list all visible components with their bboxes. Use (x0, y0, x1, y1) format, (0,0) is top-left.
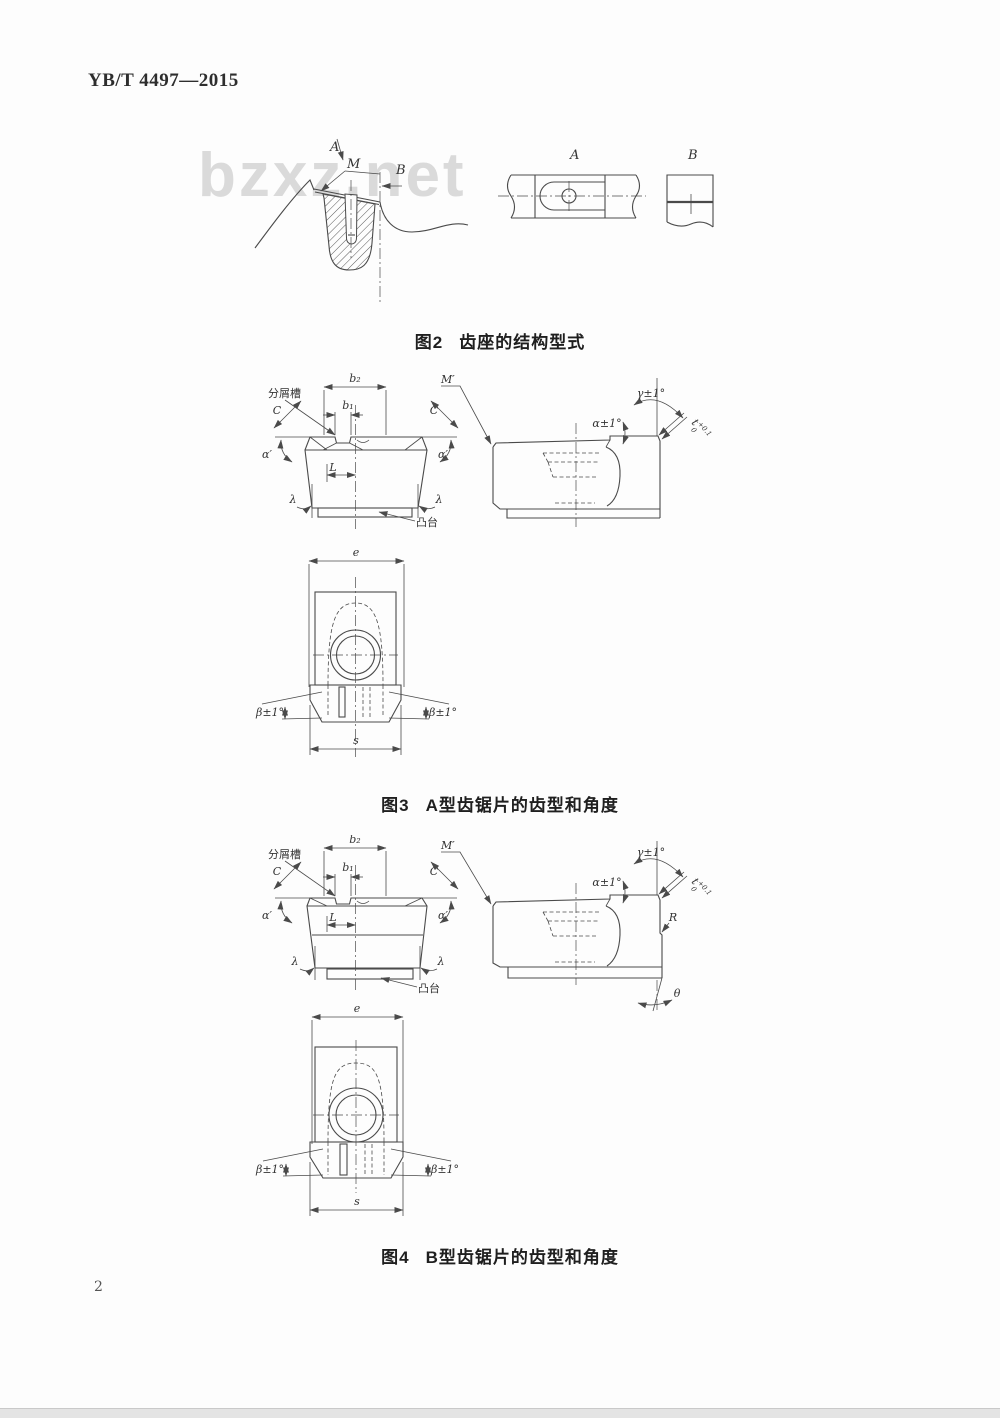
label-c-right: C (430, 404, 439, 417)
figure2-caption: 图2 齿座的结构型式 (0, 328, 1000, 353)
label-beta-right: β±1° (428, 706, 457, 719)
label-alpha-tip: α±1° (592, 417, 621, 430)
fig3-front-view: b₂ b₁ 分屑槽 C C α′ α′ L (262, 372, 492, 529)
label-b1: b₁ (342, 399, 353, 412)
label-view-arrow-b: B (395, 163, 406, 178)
figure4-drawing: b₂ b₁ 分屑槽 C C α′ α′ L λ λ (255, 835, 713, 1216)
label-s: s (353, 734, 359, 747)
svg-text:0: 0 (689, 885, 698, 894)
fig2-tooth-seat-section: A M B (254, 138, 469, 302)
figure2-caption-num: 图2 (414, 333, 444, 352)
label-alpha-tip: α±1° (592, 876, 621, 889)
label-c-right: C (430, 865, 439, 878)
label-lambda-left: λ (291, 955, 299, 968)
fig4-side-view: t +0.1 0 γ±1° α±1° R θ (492, 841, 713, 1012)
label-beta-right: β±1° (430, 1163, 459, 1176)
page-number: 2 (94, 1279, 103, 1295)
fig4-bottom-view: e β±1° β±1° s (255, 1002, 459, 1216)
label-theta: θ (674, 987, 681, 1000)
label-beta-left: β±1° (255, 706, 284, 719)
label-chip-groove: 分屑槽 (268, 387, 301, 400)
label-m-prime: M′ (440, 373, 455, 386)
label-gamma: γ±1° (637, 387, 665, 400)
label-lambda-right: λ (437, 955, 445, 968)
figure4-caption-title: B型齿锯片的齿型和角度 (425, 1248, 619, 1267)
standard-code: YB/T 4497—2015 (88, 70, 239, 91)
label-b2: b₂ (349, 835, 360, 846)
label-b2: b₂ (349, 372, 360, 385)
label-c-left: C (273, 404, 282, 417)
label-s: s (354, 1195, 360, 1208)
label-alpha-left: α′ (262, 448, 272, 461)
figure3-drawing: b₂ b₁ 分屑槽 C C α′ α′ L (255, 372, 713, 757)
label-b1: b₁ (342, 861, 353, 874)
fig3-bottom-view: e β±1° β±1° s (255, 546, 457, 757)
scan-edge-strip (0, 1408, 1000, 1418)
label-view-a-title: A (569, 148, 579, 163)
label-beta-left: β±1° (255, 1163, 284, 1176)
figure2-drawing: A M B A B (254, 138, 714, 302)
label-boss: 凸台 (416, 515, 438, 529)
figure4-caption-num: 图4 (381, 1248, 410, 1267)
label-lambda-right: λ (435, 493, 443, 506)
figure3-caption-title: A型齿锯片的齿型和角度 (425, 796, 619, 815)
figure3-caption: 图3 A型齿锯片的齿型和角度 (0, 791, 1000, 816)
label-boss: 凸台 (418, 981, 440, 995)
label-lambda-left: λ (289, 493, 297, 506)
figure2-caption-title: 齿座的结构型式 (459, 333, 586, 352)
label-e: e (354, 1002, 361, 1015)
fig2-view-a: A (498, 148, 646, 219)
svg-text:0: 0 (689, 426, 698, 435)
label-chip-groove: 分屑槽 (268, 848, 301, 861)
figure4-caption: 图4 B型齿锯片的齿型和角度 (0, 1243, 1000, 1268)
label-t-tolerance: t +0.1 0 (689, 875, 713, 897)
figure3-caption-num: 图3 (381, 796, 410, 815)
label-alpha-left: α′ (262, 909, 272, 922)
label-m: M (346, 157, 361, 172)
label-view-b-title: B (687, 148, 698, 163)
label-m-prime: M′ (440, 839, 455, 852)
label-r: R (668, 911, 677, 924)
fig3-side-view: t +0.1 0 γ±1° α±1° (492, 378, 713, 527)
label-e: e (353, 546, 360, 559)
fig4-front-view: b₂ b₁ 分屑槽 C C α′ α′ L λ λ (262, 835, 492, 995)
label-t-tolerance: t +0.1 0 (689, 416, 713, 438)
label-gamma: γ±1° (637, 846, 665, 859)
label-l: L (328, 911, 336, 924)
label-c-left: C (273, 865, 282, 878)
fig2-view-b: B (666, 148, 714, 228)
label-view-arrow-a: A (329, 140, 339, 155)
label-l: L (328, 461, 336, 474)
